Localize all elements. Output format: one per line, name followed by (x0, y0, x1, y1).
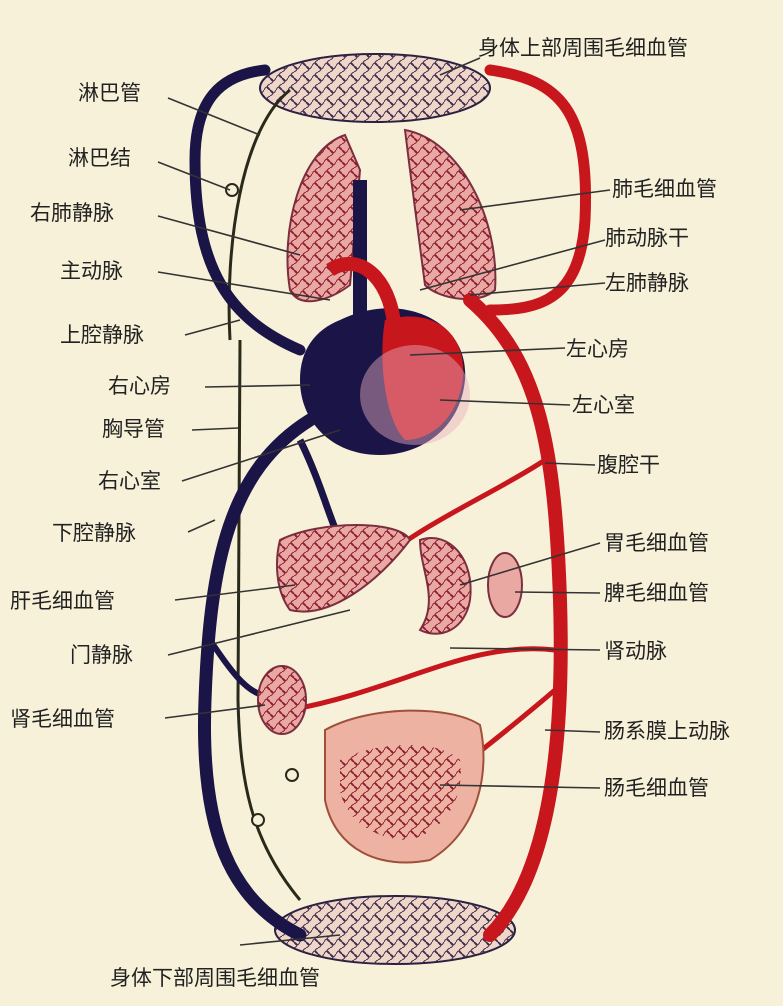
spleen (488, 553, 522, 617)
label-inferior-vena-cava: 下腔静脉 (52, 521, 136, 545)
label-right-ventricle: 右心室 (98, 469, 161, 493)
lymph-node-lower (286, 769, 298, 781)
label-upper-capillaries: 身体上部周围毛细血管 (478, 36, 688, 60)
label-pulmonary-trunk: 肺动脉干 (605, 226, 689, 250)
label-spleen-capillaries: 脾毛细血管 (604, 581, 709, 605)
label-right-atrium: 右心房 (108, 374, 171, 398)
label-left-ventricle: 左心室 (572, 393, 635, 417)
label-stomach-capillaries: 胃毛细血管 (604, 531, 709, 555)
upper-capillary-mesh (260, 54, 490, 122)
label-superior-vena-cava: 上腔静脉 (60, 323, 144, 347)
label-lymph-vessel: 淋巴管 (78, 81, 141, 105)
label-left-pulmonary-vein: 左肺静脉 (605, 271, 689, 295)
lymph-node-lower-2 (252, 814, 264, 826)
kidney-mesh (258, 666, 306, 734)
label-aorta: 主动脉 (60, 259, 123, 283)
label-left-atrium: 左心房 (566, 337, 629, 361)
label-lung-capillaries: 肺毛细血管 (612, 177, 717, 201)
label-lower-capillaries: 身体下部周围毛细血管 (110, 966, 320, 990)
label-renal-artery: 肾动脉 (604, 639, 667, 663)
lower-capillary-mesh (275, 896, 515, 964)
label-mesenteric-artery: 肠系膜上动脉 (604, 719, 730, 743)
leader-spleen-capillaries (515, 592, 600, 593)
label-thoracic-duct: 胸导管 (102, 417, 165, 441)
label-lymph-node: 淋巴结 (68, 146, 131, 170)
label-celiac-trunk: 腹腔干 (597, 453, 660, 477)
pericardium-shadow (360, 345, 470, 445)
label-kidney-capillaries: 肾毛细血管 (10, 707, 115, 731)
label-intestine-capillaries: 肠毛细血管 (604, 776, 709, 800)
label-liver-capillaries: 肝毛细血管 (10, 589, 115, 613)
label-right-pulmonary-vein: 右肺静脉 (30, 201, 114, 225)
label-portal-vein: 门静脉 (70, 643, 133, 667)
